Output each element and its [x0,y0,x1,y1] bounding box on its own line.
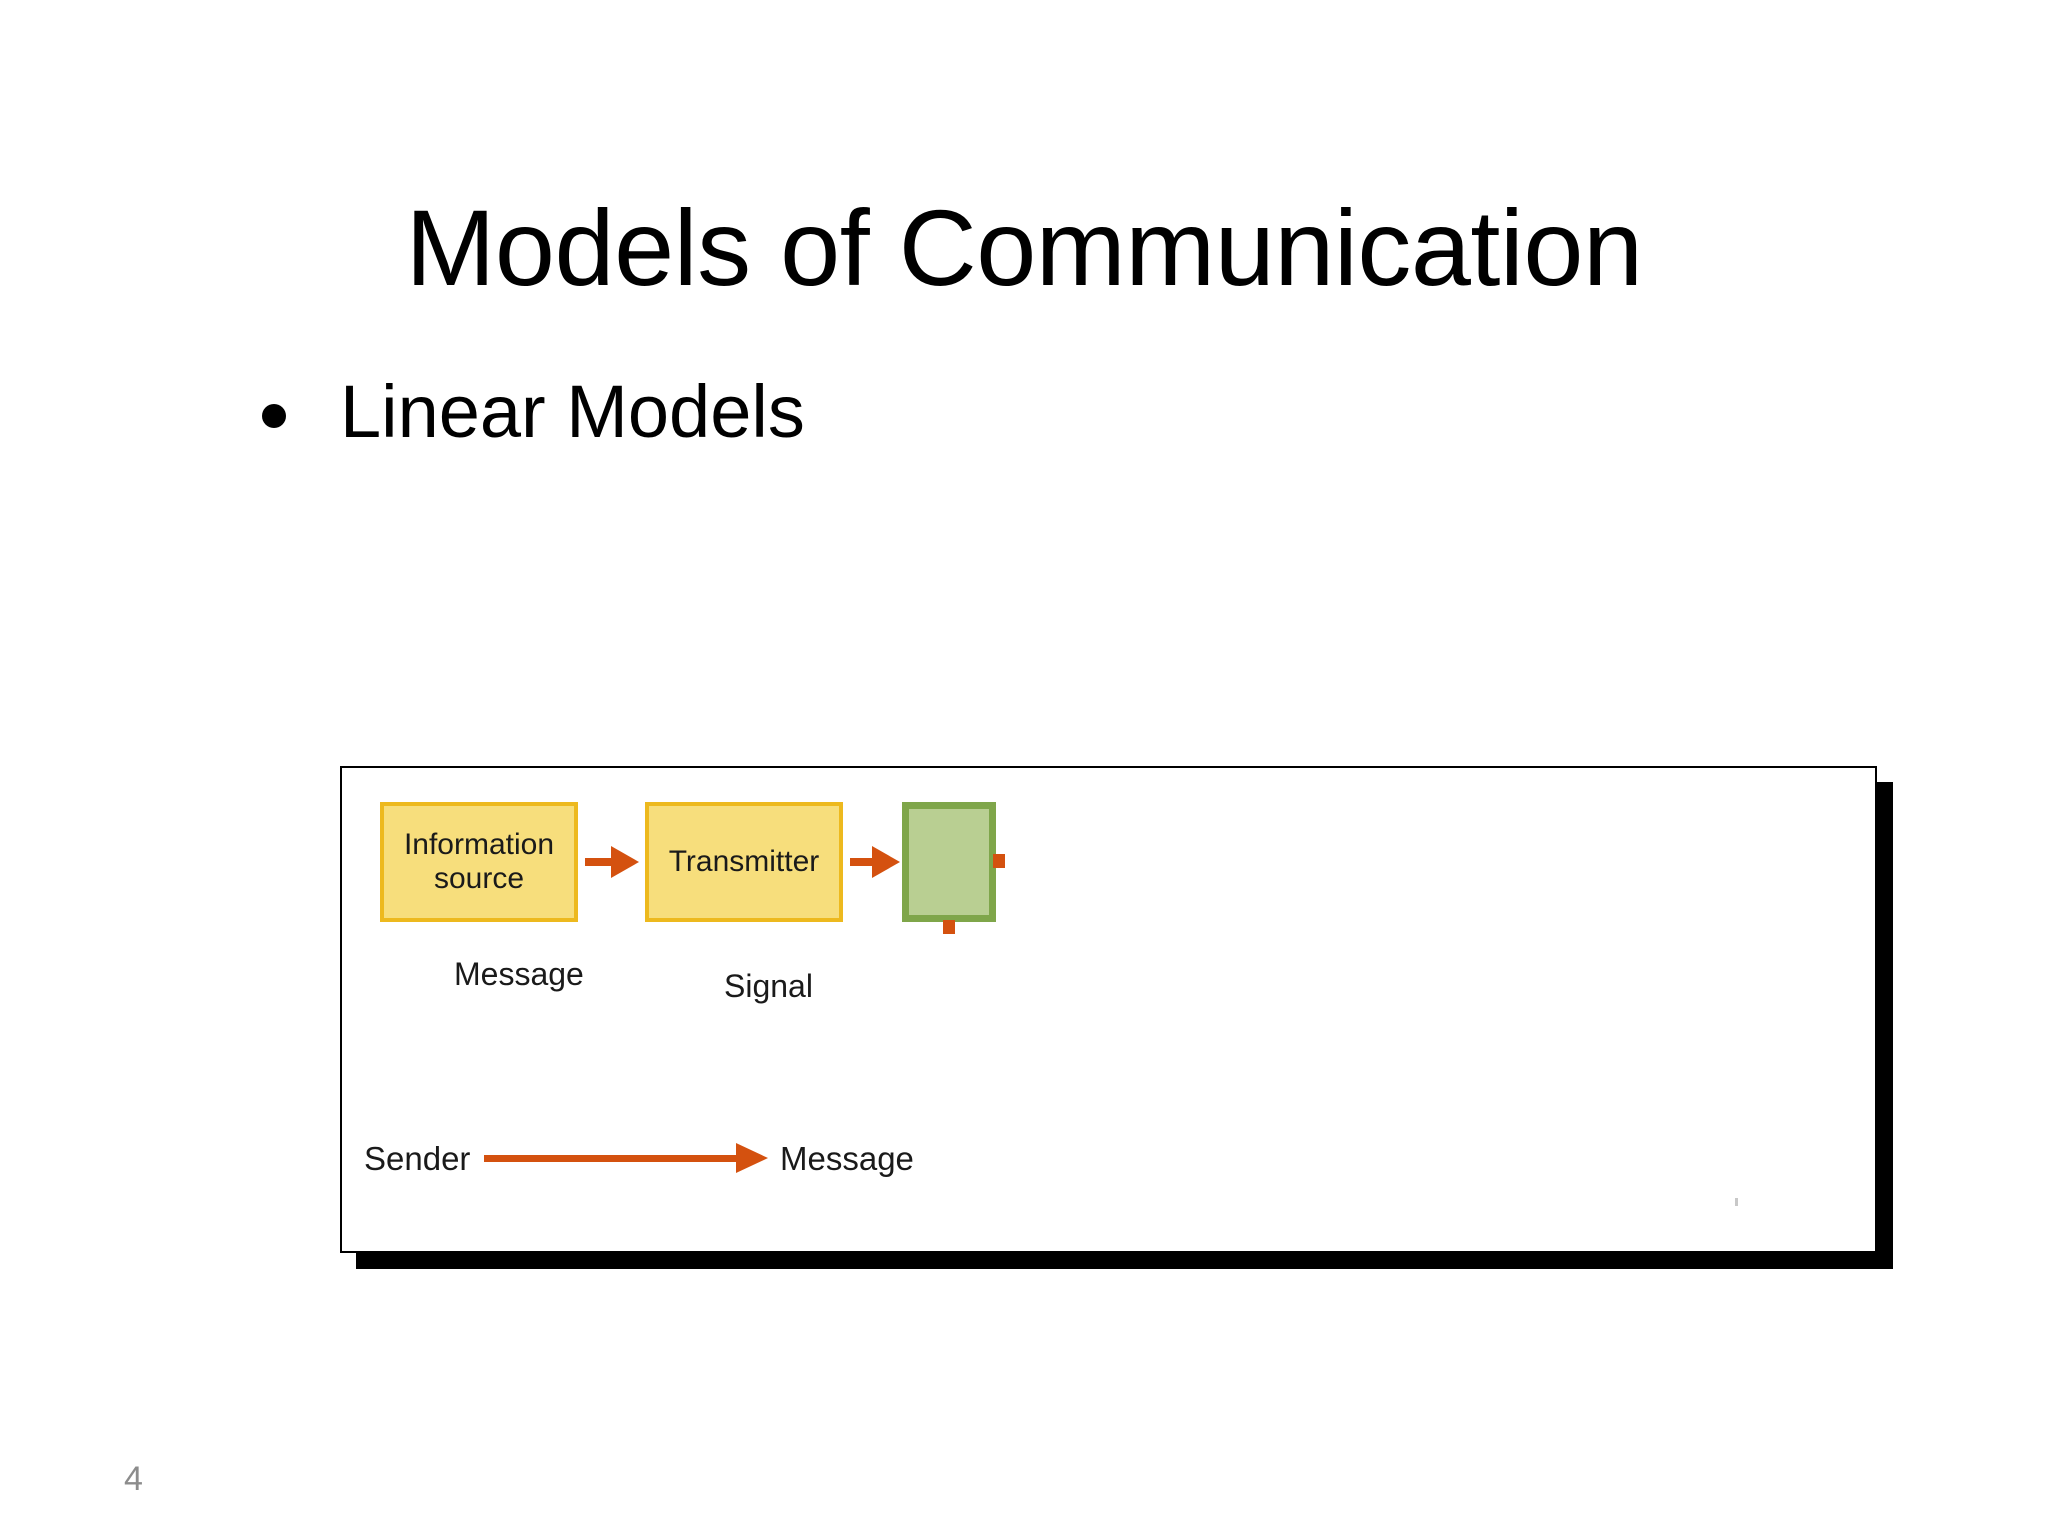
diagram-node-label: Transmitter [668,844,820,878]
diagram-panel: Information source Transmitter Message S… [340,766,1877,1253]
diagram-node-receiver [902,802,996,922]
diagram-label-message-top: Message [454,956,584,992]
diagram-label-sender: Sender [364,1140,471,1177]
diagram-node-transmitter: Transmitter [645,802,843,922]
bullet-list: Linear Models [262,368,1762,471]
slide-number: 4 [124,1460,143,1498]
arrow-shaft [850,858,880,866]
arrow-head-icon [736,1143,768,1173]
diagram-node-information-source: Information source [380,802,578,922]
diagram-node-label: Information source [403,827,555,895]
arrow-shaft [585,858,619,866]
diagram-label-message-bottom: Message [780,1140,914,1177]
arrow-head-icon [611,846,639,878]
diagram-label-signal: Signal [724,968,813,1004]
bullet-item-label: Linear Models [340,370,805,453]
arrow-stub-receiver-right [993,854,1005,868]
arrow-stub-receiver-bottom [943,920,955,934]
arrow-head-icon [872,846,900,878]
list-item: Linear Models [262,368,1762,457]
bullet-dot-icon [262,404,286,428]
diagram-canvas: Information source Transmitter Message S… [342,768,1875,1251]
page-title: Models of Communication [405,187,1643,309]
arrow-shaft [484,1155,746,1162]
diagram-artifact-speck [1735,1198,1738,1206]
